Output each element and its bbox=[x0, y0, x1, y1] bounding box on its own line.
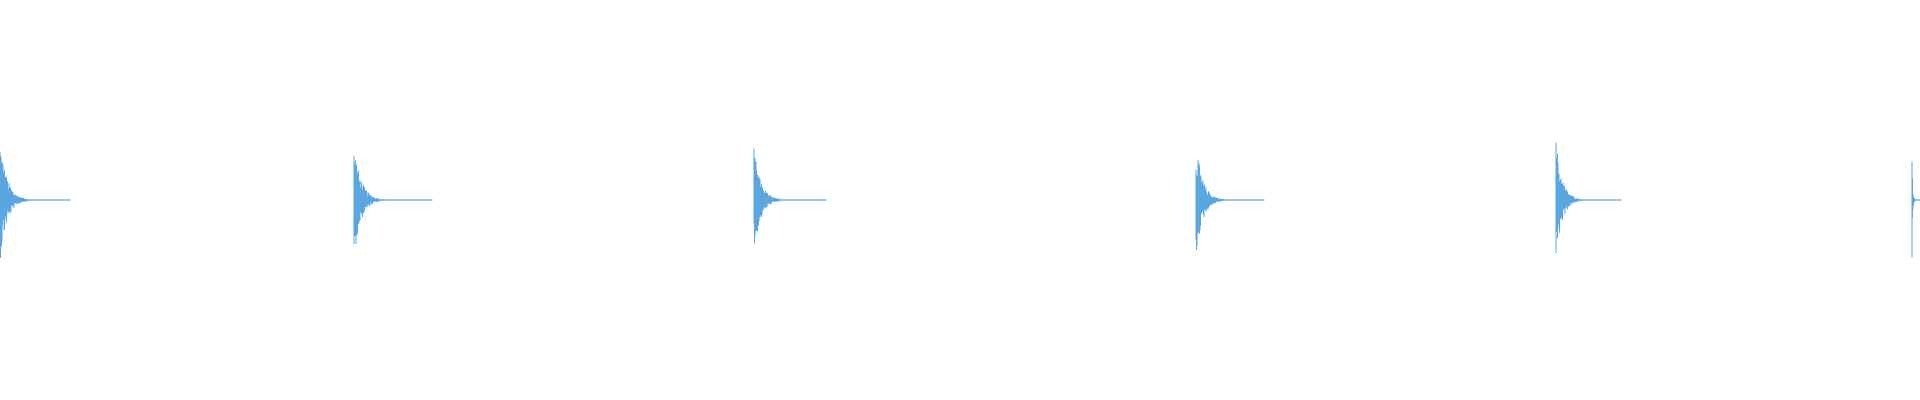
transient-hit bbox=[753, 148, 827, 244]
waveform-transients bbox=[0, 142, 1920, 258]
transient-hit bbox=[1195, 160, 1265, 250]
transient-burst bbox=[1911, 161, 1920, 258]
transient-burst bbox=[753, 148, 827, 244]
transient-hit bbox=[353, 155, 433, 245]
transient-burst bbox=[1555, 142, 1622, 254]
transient-burst bbox=[0, 151, 71, 258]
transient-burst bbox=[1195, 160, 1265, 250]
transient-hit bbox=[1555, 142, 1622, 254]
transient-hit bbox=[1911, 161, 1920, 258]
transient-hit bbox=[0, 151, 71, 258]
